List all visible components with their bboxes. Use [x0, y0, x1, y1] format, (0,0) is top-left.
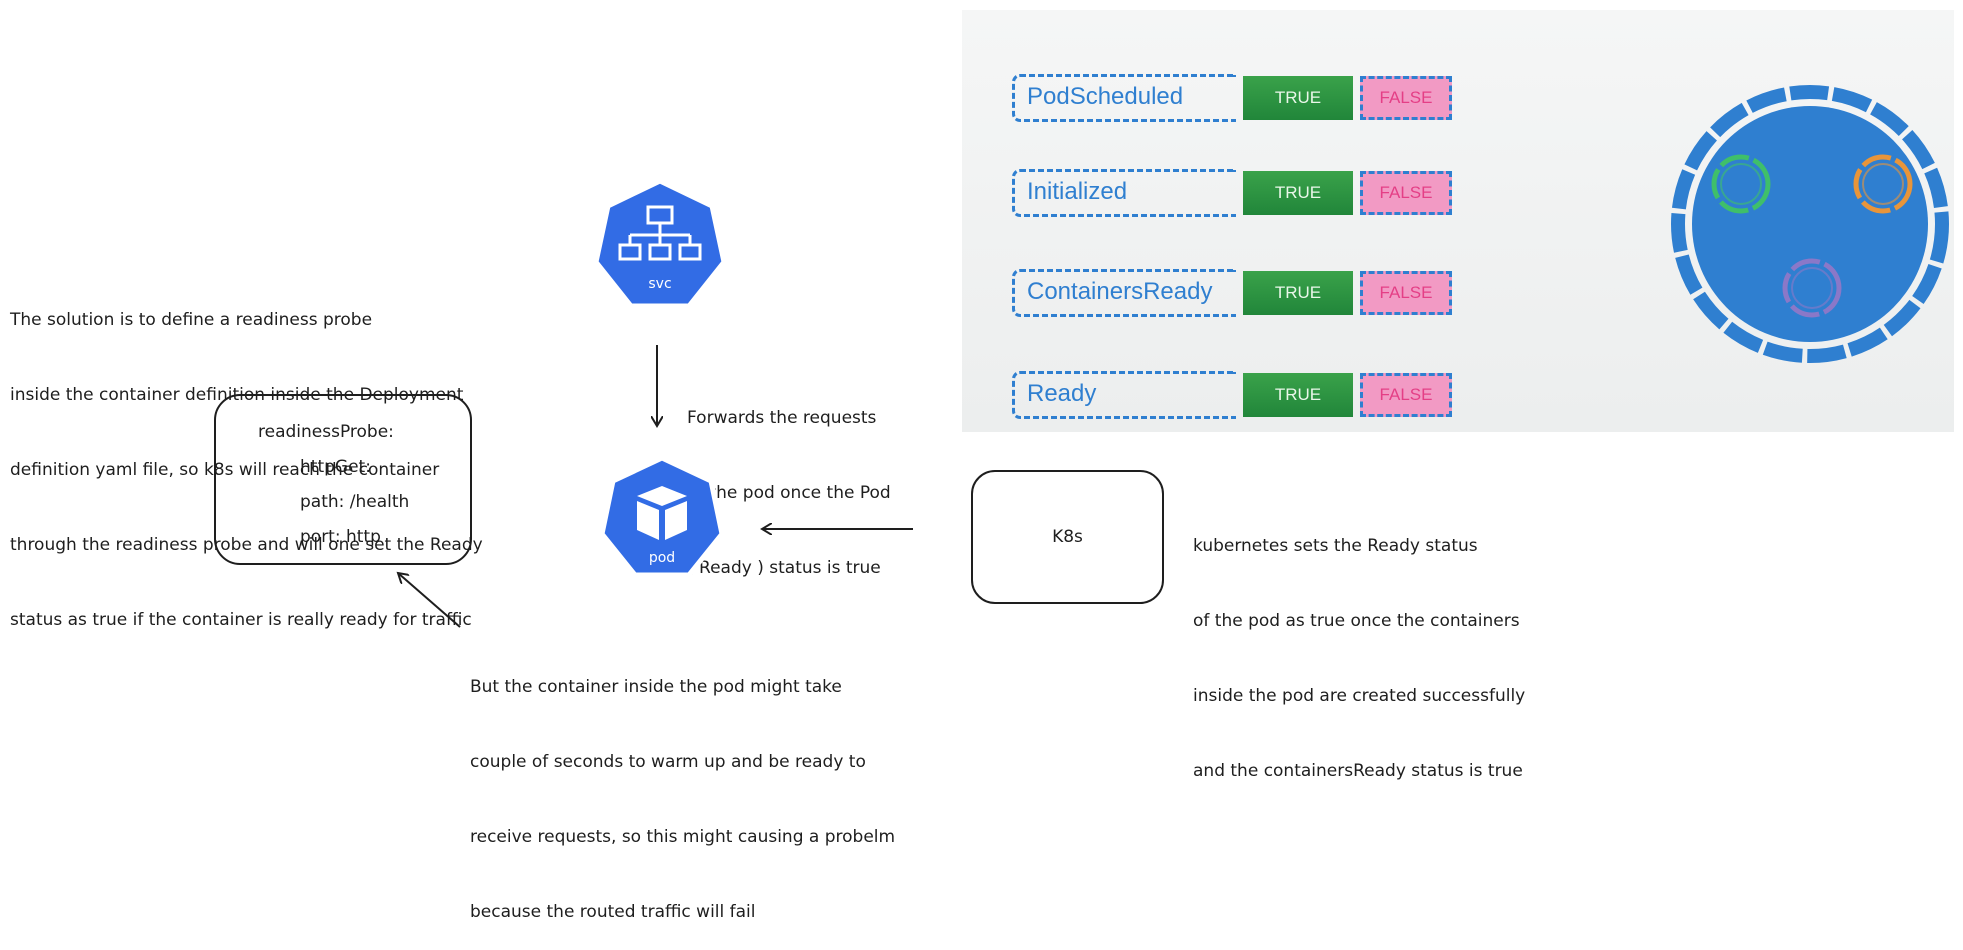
warmup-note-line: receive requests, so this might causing …	[470, 827, 896, 847]
kubernetes-sets-note-line: of the pod as true once the containers	[1193, 611, 1520, 631]
condition-row-podscheduled: PodScheduled TRUE FALSE	[1012, 74, 1452, 122]
forwards-note: Forwards the requests to the pod once th…	[687, 356, 891, 606]
condition-false-badge: FALSE	[1360, 271, 1452, 315]
kubernetes-sets-note-line: and the containersReady status is true	[1193, 761, 1523, 781]
k8s-box: K8s	[971, 470, 1164, 604]
kubernetes-sets-note-line: kubernetes sets the Ready status	[1193, 536, 1478, 556]
forwards-note-line: Forwards the requests	[687, 408, 877, 428]
condition-true-badge: TRUE	[1243, 271, 1353, 315]
warmup-note-line: couple of seconds to warm up and be read…	[470, 752, 866, 772]
svc-icon-label: svc	[648, 276, 671, 292]
condition-frame	[1012, 74, 1236, 122]
solution-note-line: definition yaml file, so k8s will reach …	[10, 460, 440, 480]
condition-frame	[1012, 371, 1236, 419]
forwards-note-line: ( Ready ) status is true	[687, 558, 881, 578]
k8s-box-label: K8s	[1052, 527, 1083, 547]
condition-false-badge: FALSE	[1360, 76, 1452, 120]
forwards-note-line: to the pod once the Pod	[687, 483, 891, 503]
kubernetes-sets-note: kubernetes sets the Ready status of the …	[1193, 484, 1525, 809]
container-ring-icon	[1782, 258, 1842, 318]
condition-label: PodScheduled	[1027, 83, 1184, 110]
solution-note: The solution is to define a readiness pr…	[10, 258, 483, 658]
condition-row-containersready: ContainersReady TRUE FALSE	[1012, 269, 1452, 317]
condition-label: Ready	[1027, 380, 1097, 407]
condition-false-badge: FALSE	[1360, 373, 1452, 417]
warmup-note-line: But the container inside the pod might t…	[470, 677, 842, 697]
condition-label: ContainersReady	[1027, 278, 1213, 305]
pod-circle-icon	[1671, 85, 1949, 363]
warmup-note-line: because the routed traffic will fail	[470, 902, 756, 922]
solution-note-line: inside the container definition inside t…	[10, 385, 464, 405]
condition-row-initialized: Initialized TRUE FALSE	[1012, 169, 1452, 217]
container-ring-icon	[1853, 154, 1913, 214]
pod-icon-label: pod	[649, 550, 675, 566]
pod-conditions-panel: PodScheduled TRUE FALSE Initialized TRUE…	[962, 10, 1954, 432]
probe-line: readinessProbe:	[258, 422, 394, 442]
condition-frame	[1012, 169, 1236, 217]
condition-label: Initialized	[1027, 178, 1128, 205]
condition-false-badge: FALSE	[1360, 171, 1452, 215]
condition-true-badge: TRUE	[1243, 373, 1353, 417]
condition-frame	[1012, 269, 1236, 317]
solution-note-line: status as true if the container is reall…	[10, 610, 472, 630]
probe-line: port: http	[300, 527, 381, 547]
condition-true-badge: TRUE	[1243, 171, 1353, 215]
probe-line: path: /health	[300, 492, 410, 512]
warmup-note: But the container inside the pod might t…	[470, 625, 895, 950]
kubernetes-sets-note-line: inside the pod are created successfully	[1193, 686, 1526, 706]
container-ring-icon	[1711, 154, 1771, 214]
condition-true-badge: TRUE	[1243, 76, 1353, 120]
probe-line: httpGet:	[300, 457, 371, 477]
svc-icon: svc	[593, 178, 727, 309]
condition-row-ready: Ready TRUE FALSE	[1012, 371, 1452, 419]
solution-note-line: The solution is to define a readiness pr…	[10, 310, 373, 330]
readiness-probe-box: readinessProbe: httpGet: path: /health p…	[214, 394, 472, 565]
